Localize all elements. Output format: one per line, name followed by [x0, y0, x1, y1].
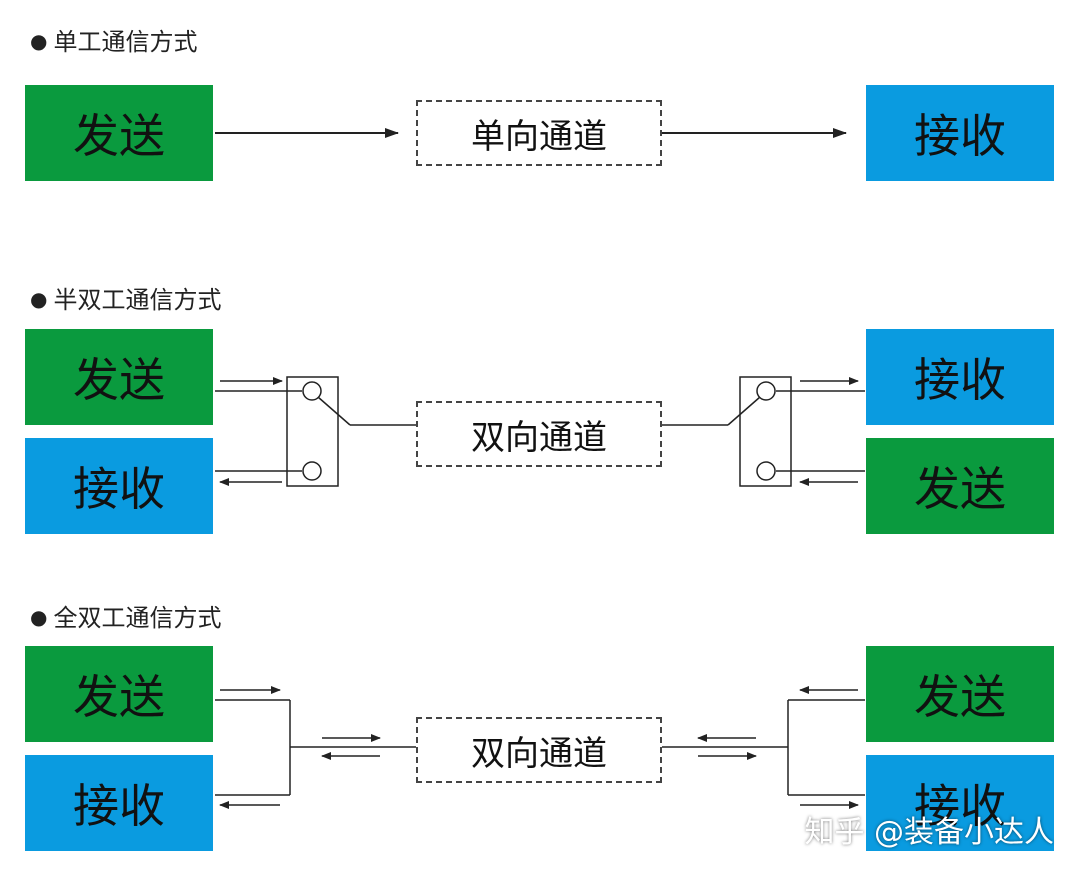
half-right-switch-top-contact [756, 381, 776, 401]
half-right-receive-box: 接收 [866, 329, 1054, 425]
half-duplex-channel: 双向通道 [416, 401, 662, 467]
simplex-title-text: 单工通信方式 [53, 28, 198, 56]
full-left-receive-box: 接收 [25, 755, 213, 851]
half-left-switch-top-contact [302, 381, 322, 401]
full-duplex-title-text: 全双工通信方式 [53, 604, 222, 632]
half-duplex-title-text: 半双工通信方式 [53, 286, 222, 314]
half-left-switch-box [286, 376, 339, 487]
full-right-receive-box: 接收 [866, 755, 1054, 851]
half-left-switch-bottom-contact [302, 461, 322, 481]
simplex-sender-box: 发送 [25, 85, 213, 181]
full-duplex-channel: 双向通道 [416, 717, 662, 783]
half-left-switch-lever [317, 396, 351, 426]
bullet-icon: ● [30, 287, 48, 311]
bullet-icon: ● [30, 605, 48, 629]
simplex-channel: 单向通道 [416, 100, 662, 166]
half-left-receive-box: 接收 [25, 438, 213, 534]
half-left-send-box: 发送 [25, 329, 213, 425]
half-right-switch-bottom-contact [756, 461, 776, 481]
full-right-send-box: 发送 [866, 646, 1054, 742]
simplex-title: ●单工通信方式 [30, 22, 197, 57]
bullet-icon: ● [30, 29, 48, 53]
full-left-send-box: 发送 [25, 646, 213, 742]
half-right-switch-lever [727, 396, 761, 426]
half-duplex-title: ●半双工通信方式 [30, 280, 221, 315]
simplex-receiver-box: 接收 [866, 85, 1054, 181]
half-right-send-box: 发送 [866, 438, 1054, 534]
full-duplex-title: ●全双工通信方式 [30, 598, 221, 633]
half-right-switch-box [739, 376, 792, 487]
watermark: 知乎 @装备小达人 [804, 815, 1054, 850]
